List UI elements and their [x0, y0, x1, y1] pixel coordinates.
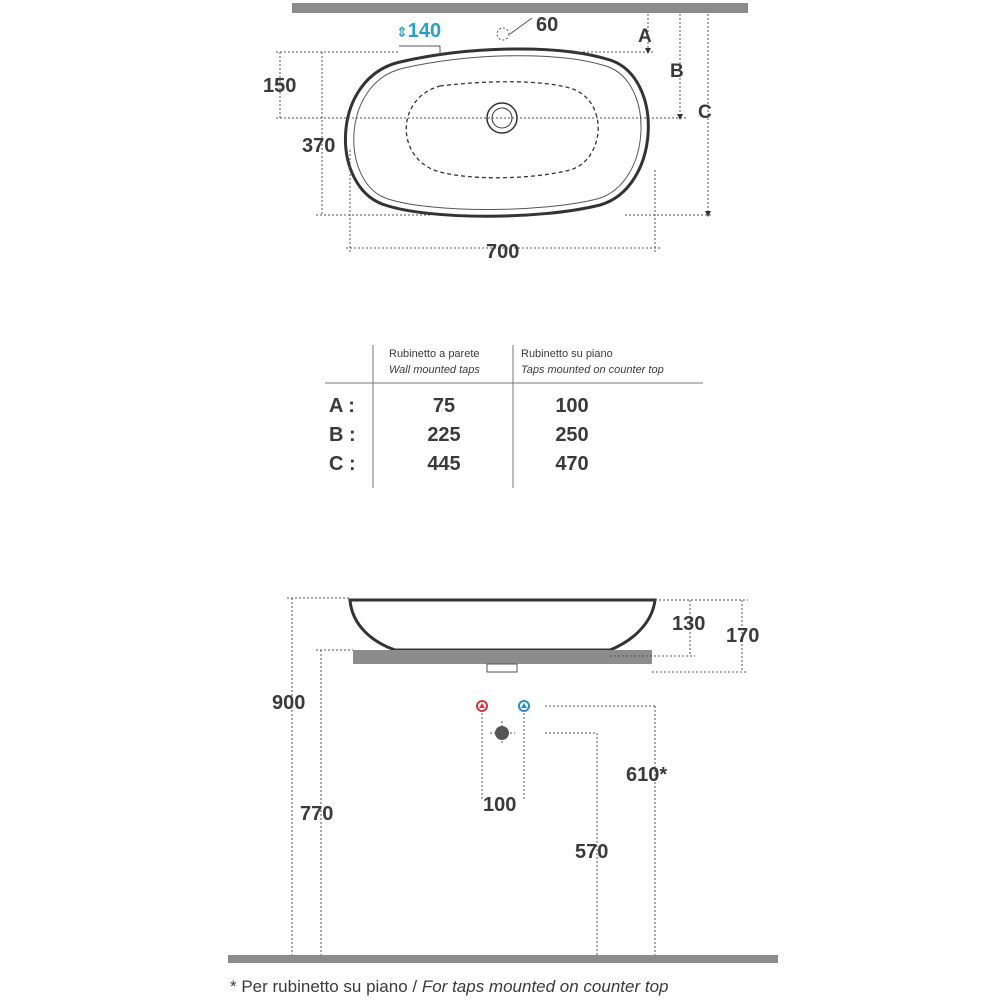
dim-150-label: 150 — [263, 75, 296, 97]
tap-hole-label: 60 — [536, 14, 558, 36]
dim-770-label: 770 — [300, 803, 333, 825]
top-view: 60 ⇕140 A B C 150 370 700 — [263, 3, 748, 263]
dim-170-label: 170 — [726, 625, 759, 647]
floor-line — [228, 955, 778, 963]
dim-900-label: 900 — [272, 692, 305, 714]
row-label: A : — [329, 395, 355, 417]
col1-header: Rubinetto a parete — [389, 348, 480, 360]
dim-610-label: 610* — [626, 764, 667, 786]
cold-valve-marker — [521, 703, 527, 708]
row-label: C : — [329, 453, 356, 475]
col2-header: Rubinetto su piano — [521, 348, 613, 360]
footnote-italic: For taps mounted on counter top — [422, 977, 669, 996]
dim-letter-a: A — [638, 26, 652, 47]
dim-letter-c: C — [698, 102, 712, 123]
hot-valve-icon — [476, 700, 488, 712]
wall-line-top — [292, 3, 748, 13]
drain-size-label: ⇕140 — [396, 20, 441, 42]
bowl-dashed-outline — [405, 81, 599, 179]
row-wall-value: 225 — [427, 424, 460, 446]
dim-letter-b: B — [670, 61, 684, 82]
dim-700-label: 700 — [486, 241, 519, 263]
drain-pipe-stub — [486, 663, 518, 673]
col1-subheader: Wall mounted taps — [389, 364, 480, 376]
basin-rim-inner — [353, 55, 642, 210]
side-view: 130 170 900 770 100 610* 570 — [228, 597, 778, 963]
dim-370-label: 370 — [302, 135, 335, 157]
tap-hole-icon — [496, 27, 510, 41]
row-counter-value: 470 — [555, 453, 588, 475]
footnote: * Per rubinetto su piano / For taps moun… — [230, 977, 669, 996]
basin-outline-top — [344, 47, 650, 218]
updown-arrow-icon: ⇕ — [396, 24, 408, 40]
hot-valve-marker — [479, 703, 485, 708]
dim-100-label: 100 — [483, 794, 516, 816]
cold-valve-icon — [518, 700, 530, 712]
row-counter-value: 100 — [555, 395, 588, 417]
table-row: B : 225 250 — [329, 424, 589, 446]
dim-570-label: 570 — [575, 841, 608, 863]
table-row: A : 75 100 — [329, 395, 589, 417]
row-counter-value: 250 — [555, 424, 588, 446]
table-row: C : 445 470 — [329, 453, 589, 475]
row-label: B : — [329, 424, 356, 446]
col2-subheader: Taps mounted on counter top — [521, 364, 664, 376]
dimensions-table: Rubinetto a parete Wall mounted taps Rub… — [325, 345, 703, 488]
basin-profile-side — [348, 598, 657, 652]
row-wall-value: 445 — [427, 453, 460, 475]
countertop — [353, 650, 652, 664]
row-wall-value: 75 — [433, 395, 455, 417]
dim-130-label: 130 — [672, 613, 705, 635]
footnote-prefix: * Per rubinetto su piano / — [230, 977, 422, 996]
